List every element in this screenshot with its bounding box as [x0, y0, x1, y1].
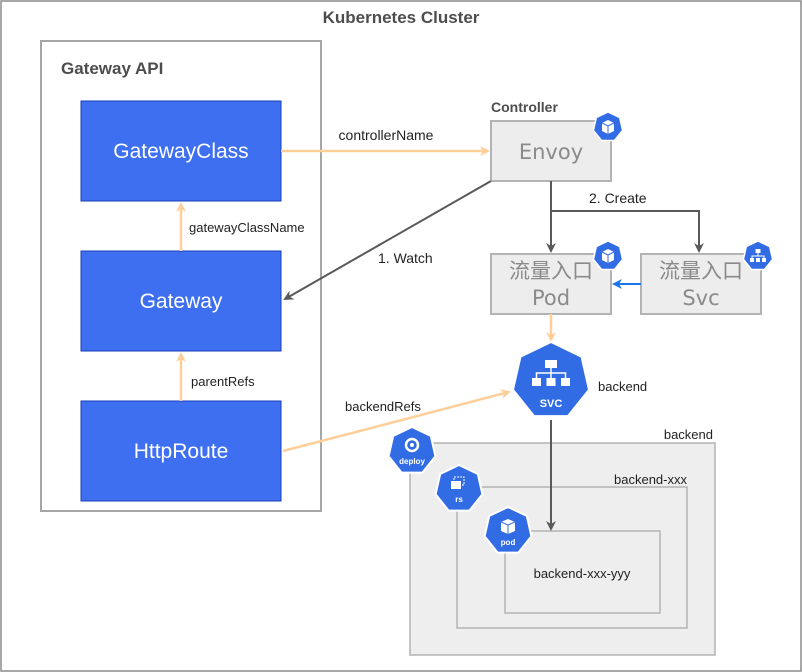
backend-deploy-name: backend — [664, 427, 713, 442]
create-label: 2. Create — [589, 190, 647, 206]
backend-svc-icon-label: SVC — [540, 398, 563, 410]
controller-title: Controller — [491, 99, 558, 115]
envoy-box[interactable]: Envoy — [490, 120, 612, 182]
backend-refs-label: backendRefs — [345, 399, 421, 414]
rs-icon: rs — [434, 463, 484, 512]
httproute-label: HttpRoute — [134, 440, 229, 463]
backend-svc-name: backend — [598, 379, 647, 394]
backendrefs-arrow — [282, 389, 511, 453]
envoy-pod-icon — [592, 111, 624, 142]
traffic-entry-svc-box[interactable]: 流量入口 Svc — [640, 253, 762, 315]
pod-icon: pod — [483, 505, 533, 554]
gateway-class-name-label: gatewayClassName — [189, 220, 305, 235]
deploy-icon: deploy — [387, 425, 437, 474]
pod-icon-label: pod — [501, 538, 516, 547]
create-arrow-to-svc — [551, 210, 704, 253]
backend-pod-name: backend-xxx-yyy — [534, 566, 631, 581]
backend-pod-group — [504, 530, 661, 614]
cluster-title: Kubernetes Cluster — [323, 8, 480, 27]
controller-name-label: controllerName — [339, 127, 434, 143]
watch-label: 1. Watch — [378, 250, 433, 266]
gateway-box[interactable]: Gateway — [80, 250, 282, 352]
traffic-entry-pod-line1: 流量入口 — [509, 259, 593, 283]
gateway-label: Gateway — [140, 290, 223, 313]
traffic-entry-pod-box[interactable]: 流量入口 Pod — [490, 253, 612, 315]
traffic-entry-pod-icon — [592, 240, 624, 271]
gateway-api-title: Gateway API — [61, 59, 163, 78]
traffic-entry-pod-line2: Pod — [532, 286, 570, 310]
backend-svc-icon: SVC — [511, 340, 591, 418]
deploy-icon-label: deploy — [399, 457, 425, 466]
rs-icon-label: rs — [455, 495, 463, 504]
httproute-box[interactable]: HttpRoute — [80, 400, 282, 502]
parent-refs-label: parentRefs — [191, 374, 255, 389]
traffic-entry-svc-line2: Svc — [682, 286, 719, 310]
envoy-label: Envoy — [519, 140, 583, 164]
gatewayclass-box[interactable]: GatewayClass — [80, 100, 282, 202]
traffic-entry-svc-line1: 流量入口 — [659, 259, 743, 283]
traffic-entry-svc-icon — [742, 240, 774, 271]
backend-rs-name: backend-xxx — [614, 472, 687, 487]
watch-arrow — [283, 180, 492, 300]
gatewayclass-label: GatewayClass — [113, 140, 248, 163]
